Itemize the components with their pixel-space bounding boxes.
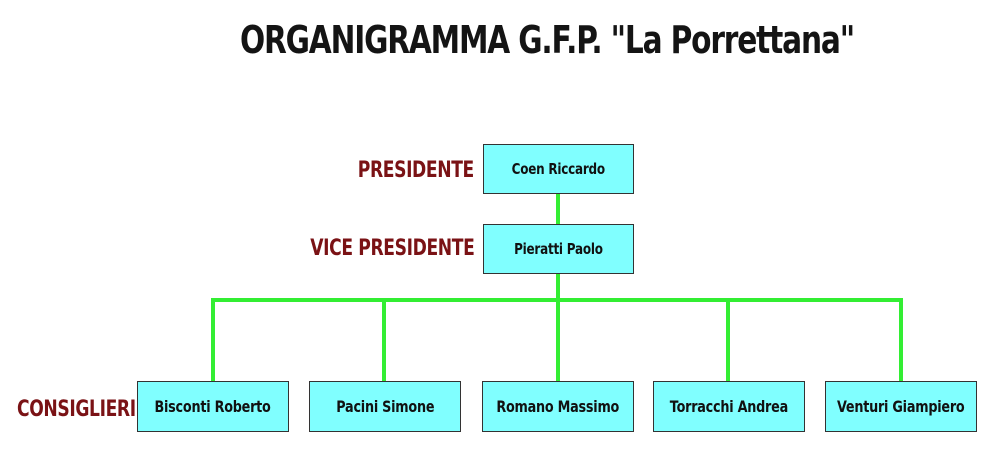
vice-president-box: Pieratti Paolo [483, 224, 634, 274]
councillor-name: Venturi Giampiero [837, 397, 965, 416]
councillor-box: Torracchi Andrea [653, 381, 805, 432]
councillor-box: Venturi Giampiero [825, 381, 977, 432]
councillor-name: Romano Massimo [496, 397, 620, 416]
chart-title: ORGANIGRAMMA G.F.P. "La Porrettana" [239, 18, 855, 62]
councillor-name: Bisconti Roberto [154, 397, 272, 416]
role-label-councillors: CONSIGLIERI [17, 397, 136, 422]
councillor-box: Bisconti Roberto [137, 381, 289, 432]
councillor-name: Pacini Simone [335, 397, 435, 416]
vice-president-name: Pieratti Paolo [514, 240, 603, 258]
role-label-vice-president: VICE PRESIDENTE [309, 236, 475, 261]
president-box: Coen Riccardo [483, 144, 634, 194]
councillor-box: Pacini Simone [309, 381, 461, 432]
councillor-box: Romano Massimo [482, 381, 634, 432]
councillor-name: Torracchi Andrea [669, 397, 789, 416]
role-label-president: PRESIDENTE [357, 158, 475, 183]
president-name: Coen Riccardo [511, 160, 606, 178]
